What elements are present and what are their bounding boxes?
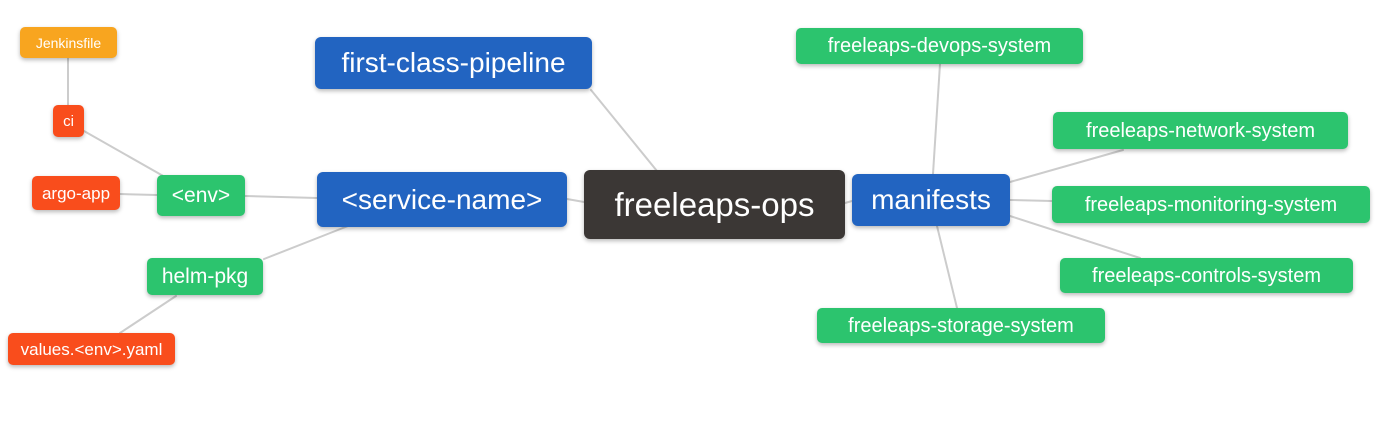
node-freeleaps-devops-system[interactable]: freeleaps-devops-system [796,28,1083,64]
edge-manifests-devops-system [932,63,941,175]
edge-manifests-network-system [1009,149,1124,183]
node-service-name[interactable]: <service-name> [317,172,567,227]
edge-ci-env [83,130,166,178]
node-freeleaps-storage-system[interactable]: freeleaps-storage-system [817,308,1105,343]
edge-helm-pkg-service-name [263,225,349,260]
edge-argo-app-env [119,193,158,196]
edge-pipeline-freeleaps-ops [590,89,658,172]
edge-service-name-freeleaps-ops [566,198,585,203]
node-argo-app[interactable]: argo-app [32,176,120,210]
node-freeleaps-network-system[interactable]: freeleaps-network-system [1053,112,1348,149]
edge-manifests-monitoring-system [1009,199,1053,202]
node-jenkinsfile[interactable]: Jenkinsfile [20,27,117,58]
edge-freeleaps-ops-manifests [844,200,853,204]
edge-env-service-name [244,195,318,199]
node-first-class-pipeline[interactable]: first-class-pipeline [315,37,592,89]
node-freeleaps-monitoring-system[interactable]: freeleaps-monitoring-system [1052,186,1370,223]
node-ci[interactable]: ci [53,105,84,137]
node-freeleaps-controls-system[interactable]: freeleaps-controls-system [1060,258,1353,293]
node-env[interactable]: <env> [157,175,245,216]
node-values-env-yaml[interactable]: values.<env>.yaml [8,333,175,365]
edge-manifests-storage-system [936,225,958,309]
node-freeleaps-ops[interactable]: freeleaps-ops [584,170,845,239]
node-helm-pkg[interactable]: helm-pkg [147,258,263,295]
node-manifests[interactable]: manifests [852,174,1010,226]
edge-values-helm-pkg [119,295,177,334]
edge-manifests-controls-system [1009,215,1141,259]
